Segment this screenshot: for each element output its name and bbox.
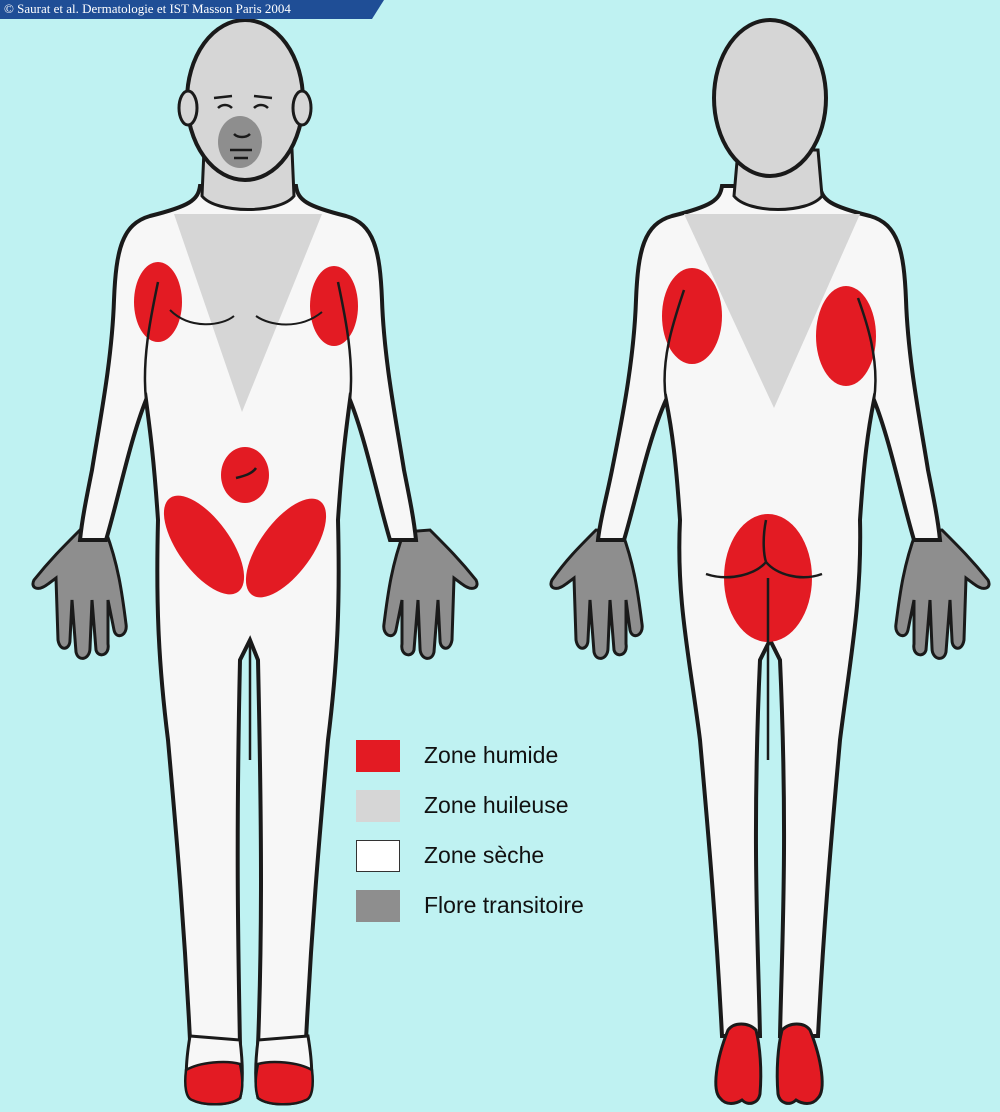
- legend-label-dry: Zone sèche: [424, 842, 544, 869]
- oily-swatch: [356, 790, 400, 822]
- back-left-armpit-humid-zone: [662, 268, 722, 364]
- face-transient-flora-zone: [218, 116, 262, 168]
- back-right-armpit-humid-zone: [816, 286, 876, 386]
- front-left-ear: [179, 91, 197, 125]
- front-right-toes-humid-zone: [256, 1062, 313, 1104]
- back-left-hand: [551, 530, 642, 658]
- back-head: [714, 20, 826, 176]
- back-figure: [551, 20, 989, 1104]
- front-left-toes-humid-zone: [185, 1062, 242, 1104]
- transient-swatch: [356, 890, 400, 922]
- legend-label-transient: Flore transitoire: [424, 892, 584, 919]
- legend-label-oily: Zone huileuse: [424, 792, 569, 819]
- front-figure: [33, 20, 477, 1104]
- front-left-armpit-humid-zone: [134, 262, 182, 342]
- legend-label-humid: Zone humide: [424, 742, 558, 769]
- humid-swatch: [356, 740, 400, 772]
- front-right-ear: [293, 91, 311, 125]
- front-right-hand: [384, 530, 477, 658]
- copyright-notice: © Saurat et al. Dermatologie et IST Mass…: [4, 1, 291, 17]
- dry-swatch: [356, 840, 400, 872]
- back-right-hand: [896, 530, 989, 658]
- front-right-armpit-humid-zone: [310, 266, 358, 346]
- front-left-hand: [33, 530, 126, 658]
- copyright-tab: © Saurat et al. Dermatologie et IST Mass…: [0, 0, 384, 19]
